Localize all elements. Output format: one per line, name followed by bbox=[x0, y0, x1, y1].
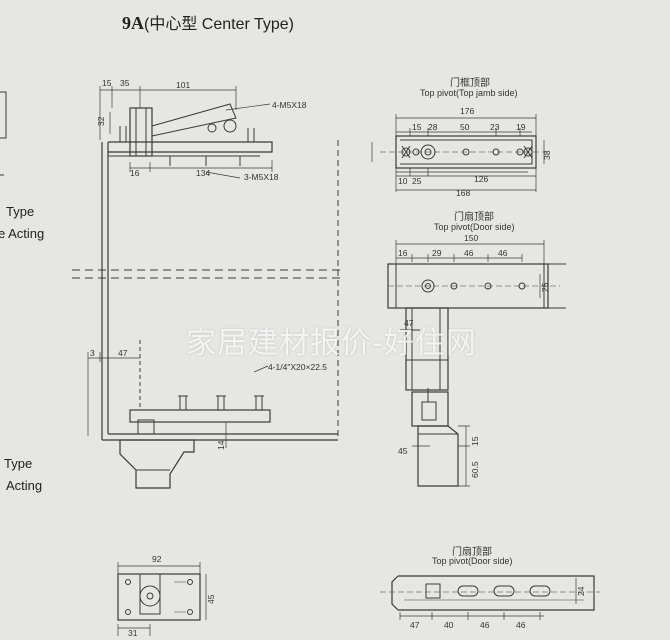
door-top-2-caption-en: Top pivot(Door side) bbox=[432, 556, 513, 566]
frame-dim-19: 19 bbox=[516, 122, 526, 132]
frame-dim-25: 25 bbox=[412, 176, 422, 186]
left-edge-fragment bbox=[0, 91, 7, 139]
arm-section-view bbox=[400, 307, 459, 487]
bottom-plate-view bbox=[117, 573, 201, 621]
door-top-dimension-lines bbox=[395, 240, 545, 298]
dim-134: 134 bbox=[196, 168, 210, 178]
callout-4-m5x18: 4-M5X18 bbox=[272, 100, 307, 110]
strip-dim-46-b: 46 bbox=[516, 620, 526, 630]
dim-14: 14 bbox=[216, 440, 226, 450]
dim-16: 16 bbox=[130, 168, 140, 178]
frame-top-caption-zh: 门框顶部 bbox=[450, 78, 490, 89]
frame-dim-38: 38 bbox=[542, 150, 552, 160]
strip-dim-47: 47 bbox=[410, 620, 420, 630]
side-label-acting-lower: Acting bbox=[6, 478, 43, 493]
bottom-plate-dimension-lines bbox=[117, 562, 207, 636]
dim-32: 32 bbox=[96, 116, 106, 126]
arm-dimension-lines bbox=[400, 329, 470, 487]
arm-dim-15: 15 bbox=[470, 436, 480, 446]
arm-dim-60-5: 60.5 bbox=[470, 461, 480, 478]
door-top-2-caption-zh: 门扇顶部 bbox=[452, 547, 492, 558]
model-subtitle: (中心型 Center Type) bbox=[144, 16, 294, 33]
frame-top-caption-en: Top pivot(Top jamb side) bbox=[420, 88, 518, 98]
bottom-strip-dimension-lines bbox=[399, 578, 577, 620]
main-elevation-view bbox=[72, 103, 340, 489]
side-label-acting-upper: e Acting bbox=[0, 226, 45, 241]
plate-dim-45: 45 bbox=[206, 594, 216, 604]
strip-dim-24: 24 bbox=[576, 586, 586, 596]
frame-dim-176: 176 bbox=[460, 106, 474, 116]
frame-top-view bbox=[380, 135, 548, 169]
side-label-type-upper: Type bbox=[6, 204, 35, 219]
door-top-caption-en: Top pivot(Door side) bbox=[434, 222, 515, 232]
door-dim-16: 16 bbox=[398, 248, 408, 258]
door-dim-150: 150 bbox=[464, 233, 478, 243]
plate-dim-92: 92 bbox=[152, 554, 162, 564]
dim-35: 35 bbox=[120, 78, 130, 88]
main-dimension-lines bbox=[87, 86, 273, 448]
callout-3-m5x18: 3-M5X18 bbox=[244, 172, 279, 182]
frame-dim-28: 28 bbox=[428, 122, 438, 132]
side-label-type-lower: Type bbox=[4, 456, 33, 471]
door-top-view bbox=[387, 263, 566, 309]
dim-47: 47 bbox=[118, 348, 128, 358]
strip-dim-40: 40 bbox=[444, 620, 454, 630]
plate-dim-31: 31 bbox=[128, 628, 138, 638]
frame-top-dimension-lines bbox=[371, 114, 545, 192]
arm-dim-45: 45 bbox=[398, 446, 408, 456]
frame-dim-23: 23 bbox=[490, 122, 500, 132]
door-dim-25: 25 bbox=[540, 282, 550, 292]
dim-3: 3 bbox=[90, 348, 95, 358]
dim-15: 15 bbox=[102, 78, 112, 88]
frame-dim-126: 126 bbox=[474, 174, 488, 184]
model-number: 9A bbox=[122, 13, 144, 33]
dim-101: 101 bbox=[176, 80, 190, 90]
watermark-text: 家居建材报价-好住网 bbox=[186, 326, 477, 361]
strip-dim-46-a: 46 bbox=[480, 620, 490, 630]
arm-dim-47: 47 bbox=[404, 318, 414, 328]
frame-dim-15: 15 bbox=[412, 122, 422, 132]
door-top-caption-zh: 门扇顶部 bbox=[454, 212, 494, 223]
frame-dim-10: 10 bbox=[398, 176, 408, 186]
frame-dim-50: 50 bbox=[460, 122, 470, 132]
door-dim-46-b: 46 bbox=[498, 248, 508, 258]
page-title: 9A(中心型 Center Type) bbox=[122, 10, 294, 34]
bottom-strip-view bbox=[380, 575, 600, 611]
callout-4-1-4: 4-1/4"X20×22.5 bbox=[268, 362, 327, 372]
frame-dim-168: 168 bbox=[456, 188, 470, 198]
door-dim-46-a: 46 bbox=[464, 248, 474, 258]
door-dim-29: 29 bbox=[432, 248, 442, 258]
